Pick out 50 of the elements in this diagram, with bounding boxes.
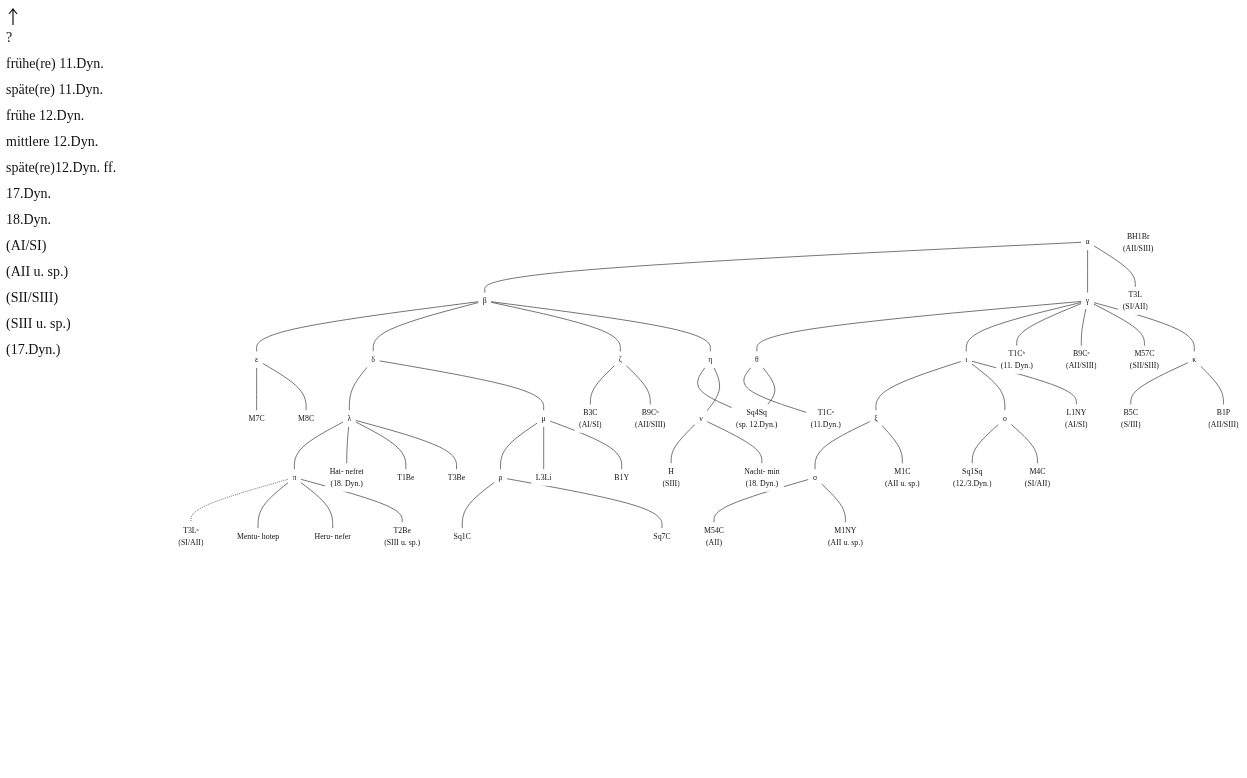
connector bbox=[1130, 362, 1189, 405]
connector bbox=[971, 423, 1000, 464]
connector bbox=[257, 482, 289, 529]
period-label: frühe 12.Dyn. bbox=[6, 108, 86, 124]
connector bbox=[706, 367, 720, 412]
connector bbox=[965, 301, 1082, 352]
connector bbox=[355, 421, 407, 470]
period-label: späte(re) 11.Dyn. bbox=[6, 82, 105, 98]
period-label: ? bbox=[6, 30, 14, 46]
connector bbox=[762, 367, 776, 405]
period-label: mittlere 12.Dyn. bbox=[6, 134, 100, 150]
period-label: (SII/SIII) bbox=[6, 290, 60, 306]
period-label: späte(re)12.Dyn. ff. bbox=[6, 160, 118, 176]
connector bbox=[549, 420, 622, 470]
connector bbox=[971, 363, 1006, 411]
connector bbox=[1010, 423, 1038, 464]
connector bbox=[490, 301, 711, 352]
connector bbox=[881, 424, 903, 464]
connector bbox=[1016, 302, 1082, 347]
connector bbox=[294, 421, 344, 470]
connector bbox=[355, 419, 457, 470]
connector bbox=[590, 364, 615, 405]
connector bbox=[346, 426, 349, 464]
connector bbox=[875, 360, 962, 411]
connector bbox=[706, 421, 763, 464]
connector bbox=[484, 241, 1082, 294]
period-label: 17.Dyn. bbox=[6, 186, 53, 202]
connector bbox=[461, 481, 495, 529]
connector bbox=[506, 478, 663, 529]
connector bbox=[1081, 308, 1087, 347]
connector bbox=[625, 364, 651, 405]
period-label: (AII u. sp.) bbox=[6, 264, 70, 280]
connector bbox=[300, 481, 333, 529]
connector bbox=[743, 367, 807, 413]
connector bbox=[697, 367, 733, 408]
connector bbox=[378, 360, 544, 411]
period-label: (17.Dyn.) bbox=[6, 342, 62, 358]
connector bbox=[372, 301, 479, 352]
period-label: frühe(re) 11.Dyn. bbox=[6, 56, 105, 72]
connector bbox=[262, 362, 307, 411]
period-label: 18.Dyn. bbox=[6, 212, 53, 228]
connector bbox=[1093, 245, 1136, 288]
connector bbox=[349, 366, 368, 411]
period-label: (AI/SI) bbox=[6, 238, 48, 254]
connector bbox=[756, 300, 1082, 352]
period-label: (SIII u. sp.) bbox=[6, 316, 72, 332]
connector bbox=[814, 421, 871, 470]
connector bbox=[500, 422, 538, 470]
connector bbox=[256, 301, 479, 352]
connector bbox=[1093, 303, 1145, 347]
